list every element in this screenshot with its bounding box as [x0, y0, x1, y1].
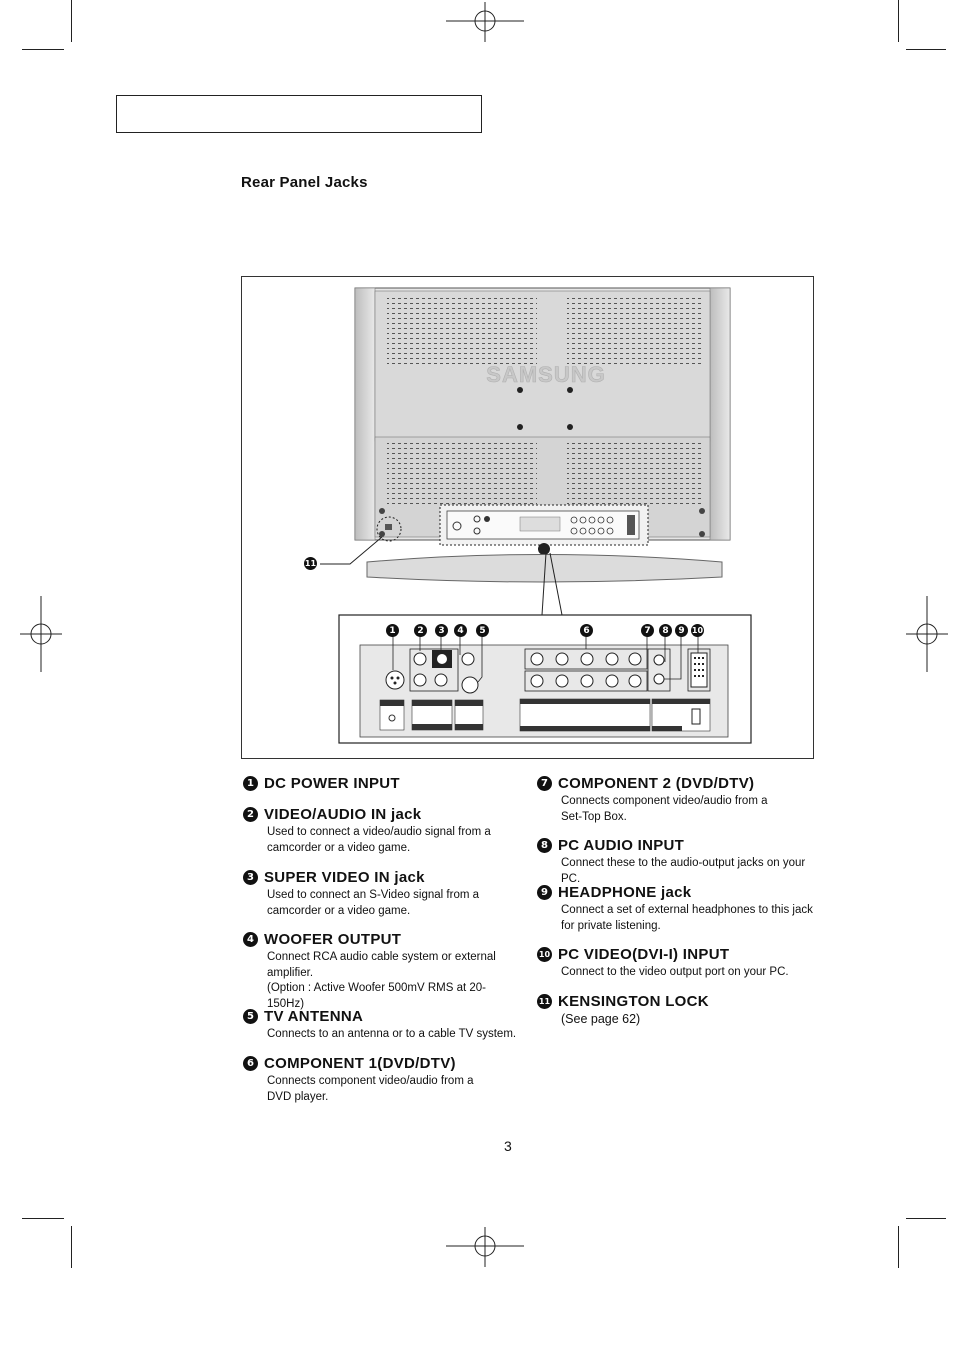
rear-panel-diagram: SAMSUNG — [320, 287, 752, 744]
item-headphone-jack: 9 HEADPHONE jack Connect a set of externa… — [537, 884, 827, 934]
item-number: 1 — [243, 776, 258, 791]
item-dc-power-input: 1 DC POWER INPUT — [243, 775, 523, 792]
item-title: PC AUDIO INPUT — [558, 837, 685, 854]
item-title: COMPONENT 1(DVD/DTV) — [264, 1055, 456, 1072]
item-title: KENSINGTON LOCK — [558, 993, 709, 1010]
callout-2: 2 — [414, 624, 427, 637]
item-number: 11 — [537, 994, 552, 1009]
item-title: COMPONENT 2 (DVD/DTV) — [558, 775, 755, 792]
crop-mark — [898, 0, 899, 42]
item-number: 9 — [537, 885, 552, 900]
item-component-1: 6 COMPONENT 1(DVD/DTV) Connects component… — [243, 1055, 523, 1105]
crop-mark — [71, 1226, 72, 1268]
item-pc-video-input: 10 PC VIDEO(DVI-I) INPUT Connect to the v… — [537, 946, 827, 981]
item-number: 6 — [243, 1056, 258, 1071]
item-description: Connect these to the audio-output jacks … — [561, 857, 806, 885]
item-description: (See page 62) — [561, 1012, 641, 1026]
crop-mark — [22, 1218, 64, 1219]
crop-mark — [898, 1226, 899, 1268]
registration-mark — [906, 596, 948, 672]
item-number: 8 — [537, 838, 552, 853]
item-description: Connects to an antenna or to a cable TV … — [267, 1028, 517, 1040]
item-description: Connect RCA audio cable system or extern… — [267, 951, 496, 1010]
callout-3: 3 — [435, 624, 448, 637]
registration-mark — [20, 596, 62, 672]
rear-panel-figure: SAMSUNG — [241, 276, 814, 759]
crop-mark — [71, 0, 72, 42]
item-title: SUPER VIDEO IN jack — [264, 869, 425, 886]
callout-1: 1 — [386, 624, 399, 637]
item-title: PC VIDEO(DVI-I) INPUT — [558, 946, 730, 963]
section-title: Rear Panel Jacks — [241, 174, 368, 191]
item-title: TV ANTENNA — [264, 1008, 364, 1025]
brand-logo: SAMSUNG — [486, 362, 605, 387]
item-title: DC POWER INPUT — [264, 775, 400, 792]
crop-mark — [22, 49, 64, 50]
crop-mark — [906, 1218, 946, 1219]
callout-9: 9 — [675, 624, 688, 637]
crop-mark — [906, 49, 946, 50]
registration-mark — [446, 1227, 524, 1267]
item-description: Used to connect an S-Video signal from a… — [267, 889, 480, 917]
item-description: Connect to the video output port on your… — [561, 966, 789, 978]
item-kensington-lock: 11 KENSINGTON LOCK (See page 62) — [537, 993, 827, 1028]
item-number: 10 — [537, 947, 552, 962]
item-number: 7 — [537, 776, 552, 791]
page-number: 3 — [504, 1138, 512, 1154]
callout-11: 11 — [304, 557, 317, 570]
item-title: VIDEO/AUDIO IN jack — [264, 806, 422, 823]
item-description: Connects component video/audio from a DV… — [267, 1075, 474, 1103]
callout-6: 6 — [580, 624, 593, 637]
item-title: HEADPHONE jack — [558, 884, 692, 901]
item-description: Used to connect a video/audio signal fro… — [267, 826, 491, 854]
item-number: 5 — [243, 1009, 258, 1024]
callout-5: 5 — [476, 624, 489, 637]
item-number: 4 — [243, 932, 258, 947]
callout-4: 4 — [454, 624, 467, 637]
header-box — [116, 95, 482, 133]
item-number: 3 — [243, 870, 258, 885]
item-component-2: 7 COMPONENT 2 (DVD/DTV) Connects componen… — [537, 775, 827, 825]
item-pc-audio-input: 8 PC AUDIO INPUT Connect these to the aud… — [537, 837, 827, 887]
callout-8: 8 — [659, 624, 672, 637]
item-video-audio-in: 2 VIDEO/AUDIO IN jack Used to connect a v… — [243, 806, 523, 856]
registration-mark — [446, 2, 524, 42]
item-description: Connect a set of external headphones to … — [561, 904, 813, 932]
item-woofer-output: 4 WOOFER OUTPUT Connect RCA audio cable s… — [243, 931, 523, 1012]
callout-7: 7 — [641, 624, 654, 637]
item-super-video-in: 3 SUPER VIDEO IN jack Used to connect an … — [243, 869, 523, 919]
item-tv-antenna: 5 TV ANTENNA Connects to an antenna or to… — [243, 1008, 523, 1043]
item-title: WOOFER OUTPUT — [264, 931, 402, 948]
callout-10: 10 — [691, 624, 704, 637]
item-description: Connects component video/audio from a Se… — [561, 795, 768, 823]
item-number: 2 — [243, 807, 258, 822]
